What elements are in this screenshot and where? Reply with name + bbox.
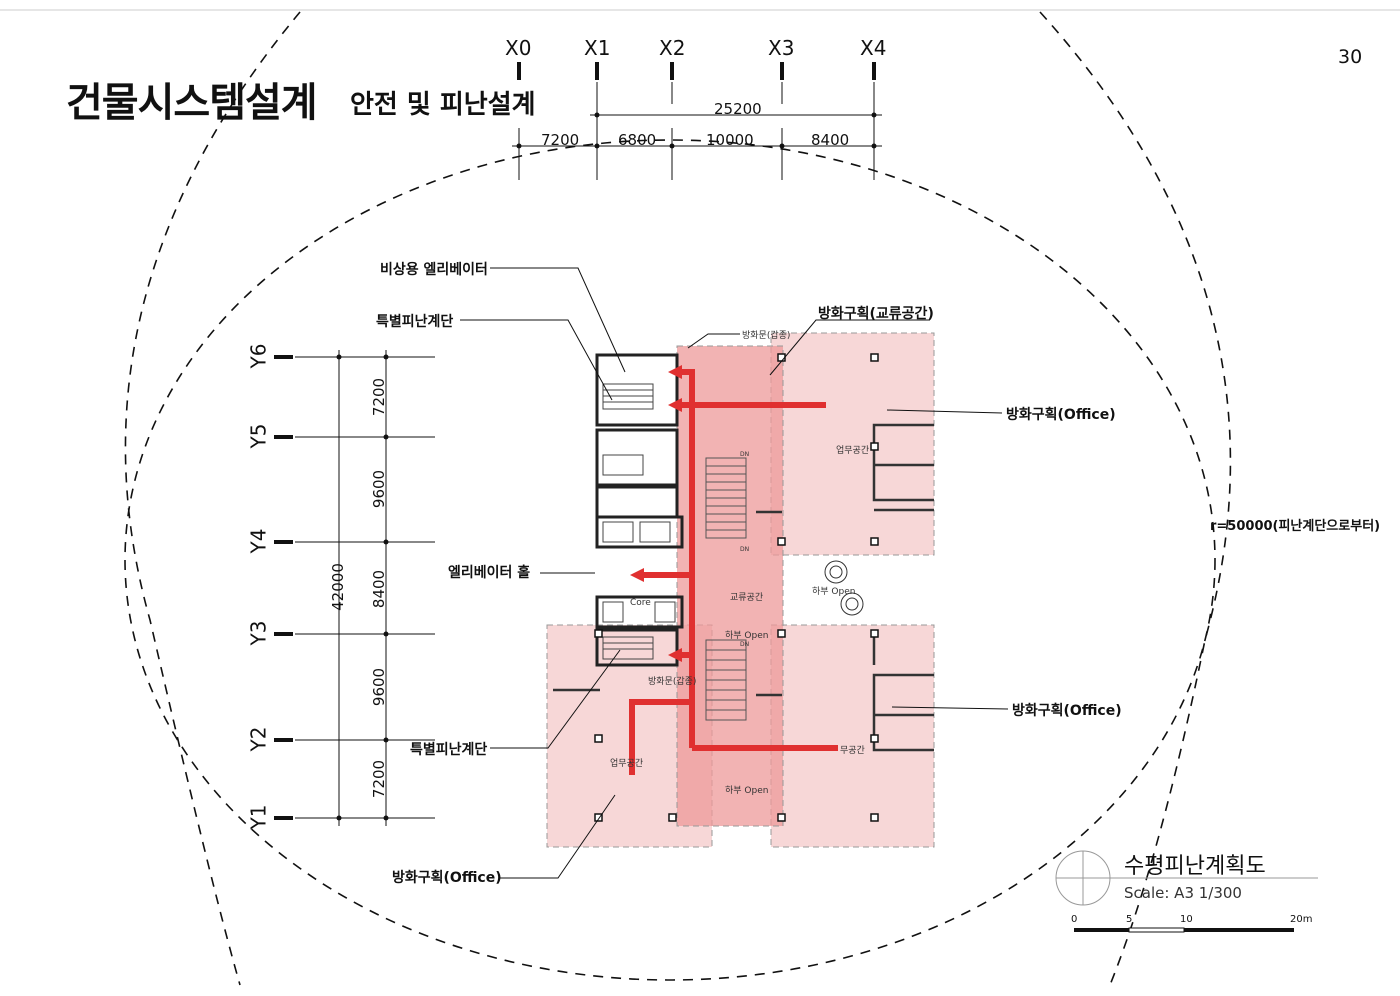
label-special-stair-top: 특별피난계단 bbox=[376, 314, 454, 330]
scale-tick-20m: 20m bbox=[1290, 914, 1313, 925]
grid-label-x4: X4 bbox=[860, 36, 887, 60]
scale-tick-0: 0 bbox=[1071, 914, 1078, 925]
dimension-x-span-3: 10000 bbox=[706, 131, 754, 149]
y-dimension-dots bbox=[336, 354, 389, 821]
y-grid-markers bbox=[274, 350, 435, 826]
stair-dn-3: DN bbox=[740, 641, 750, 648]
grid-label-y2: Y2 bbox=[246, 726, 271, 752]
grid-label-x1: X1 bbox=[584, 36, 611, 60]
page-title: 건물시스템설계 bbox=[66, 80, 318, 126]
evacuation-arrowheads bbox=[630, 365, 682, 662]
label-fire-door-bottom: 방화문(갑종) bbox=[648, 677, 697, 687]
fire-zone-office-top-right bbox=[770, 332, 935, 556]
label-fire-zone-office-bottom: 방화구획(Office) bbox=[392, 870, 502, 886]
core-walls bbox=[595, 353, 684, 667]
grid-label-y5: Y5 bbox=[246, 423, 271, 449]
page-subtitle: 안전 및 피난설계 bbox=[350, 90, 536, 120]
grid-label-x0: X0 bbox=[505, 36, 532, 60]
grid-label-y4: Y4 bbox=[246, 528, 271, 554]
label-special-stair-bottom: 특별피난계단 bbox=[410, 742, 488, 758]
label-emergency-elevator: 비상용 엘리베이터 bbox=[380, 262, 488, 278]
grid-label-y3: Y3 bbox=[246, 620, 271, 646]
drawing-title: 수평피난계획도 bbox=[1124, 854, 1266, 879]
leader-lines bbox=[460, 267, 1009, 879]
room-label-void-bottom: 하부 Open bbox=[725, 786, 769, 796]
scale-tick-5: 5 bbox=[1126, 914, 1133, 925]
evacuation-routes bbox=[629, 369, 838, 775]
grid-label-x2: X2 bbox=[659, 36, 686, 60]
room-label-work-space-b: 업무공간 bbox=[610, 759, 644, 769]
label-fire-door-top: 방화문(갑종) bbox=[742, 331, 791, 341]
room-label-void-center: 하부 Open bbox=[725, 631, 769, 641]
fire-zone-office-bottom-right bbox=[770, 624, 935, 848]
dimension-y-span-4: 9600 bbox=[370, 667, 389, 707]
room-label-void-right: 하부 Open bbox=[812, 587, 856, 597]
grid-label-y1: Y1 bbox=[246, 804, 271, 830]
dimension-y-span-3: 8400 bbox=[370, 569, 389, 609]
dimension-y-span-2: 9600 bbox=[370, 469, 389, 509]
evac-route-main-spine bbox=[680, 369, 695, 748]
x-dimension-dots bbox=[516, 112, 877, 149]
label-fire-zone-office-right-top: 방화구획(Office) bbox=[1006, 407, 1116, 423]
dimension-x-total: 25200 bbox=[714, 100, 762, 118]
exchange-stair bbox=[705, 457, 747, 721]
drawing-scale: Scale: A3 1/300 bbox=[1124, 884, 1242, 902]
x-grid-markers bbox=[512, 62, 882, 180]
grid-label-y6: Y6 bbox=[246, 343, 271, 369]
north-symbol bbox=[1055, 850, 1318, 906]
evac-radius-circle-main bbox=[124, 139, 1216, 981]
dimension-y-span-5: 7200 bbox=[370, 759, 389, 799]
evac-radius-arc-right bbox=[1039, 11, 1232, 986]
page-number: 30 bbox=[1338, 46, 1363, 68]
scale-bar bbox=[1074, 927, 1294, 933]
room-label-work-space-c: 무공간 bbox=[840, 746, 865, 756]
scale-tick-10: 10 bbox=[1180, 914, 1193, 925]
label-elevator-hall: 엘리베이터 홀 bbox=[448, 565, 531, 581]
dimension-x-span-1: 7200 bbox=[541, 131, 580, 149]
dimension-x-span-4: 8400 bbox=[811, 131, 850, 149]
room-label-work-space-a: 업무공간 bbox=[836, 446, 870, 456]
dimension-y-total: 42000 bbox=[328, 563, 347, 611]
office-partitions bbox=[553, 423, 934, 752]
room-label-core: Core bbox=[630, 598, 651, 608]
dimension-x-span-2: 6800 bbox=[618, 131, 657, 149]
evac-radius-arc-left bbox=[124, 11, 301, 986]
dimension-y-span-1: 7200 bbox=[370, 377, 389, 417]
columns bbox=[594, 353, 879, 822]
grid-label-x3: X3 bbox=[768, 36, 795, 60]
label-radius-note: r=50000(피난계단으로부터) bbox=[1210, 519, 1381, 534]
label-fire-zone-office-right-bottom: 방화구획(Office) bbox=[1012, 703, 1122, 719]
stair-dn-1: DN bbox=[740, 451, 750, 458]
stair-dn-2: DN bbox=[740, 546, 750, 553]
core-inner-lines bbox=[602, 383, 676, 660]
label-fire-zone-exchange: 방화구획(교류공간) bbox=[818, 306, 934, 322]
room-label-exchange: 교류공간 bbox=[730, 593, 764, 603]
tree-icons bbox=[824, 560, 864, 616]
evac-route-left-office bbox=[629, 699, 692, 775]
